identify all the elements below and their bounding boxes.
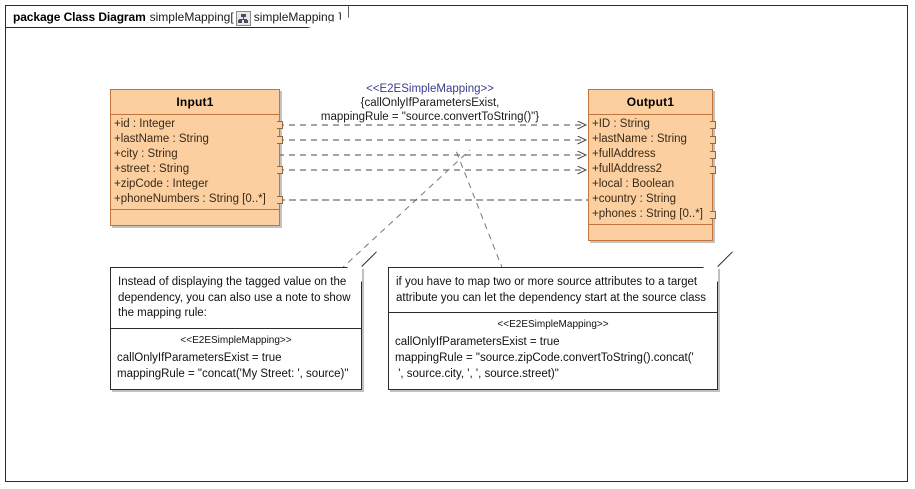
port-marker-icon: [710, 151, 716, 159]
note-fold-icon: [347, 267, 362, 282]
attribute-row[interactable]: +lastName : String: [589, 132, 716, 147]
note-left[interactable]: Instead of displaying the tagged value o…: [110, 251, 377, 390]
package-header-tab[interactable]: package Class Diagram simpleMapping[ sim…: [5, 5, 349, 28]
attribute-label: +fullAddress: [592, 148, 656, 160]
note-right-body: if you have to map two or more source at…: [396, 276, 707, 304]
port-marker-icon: [277, 166, 283, 174]
note-right-tagged-values: <<E2ESimpleMapping>> callOnlyIfParameter…: [389, 312, 717, 389]
note-left-tagged-line-1: callOnlyIfParametersExist = true: [117, 351, 282, 364]
class-title-output1: Output1: [589, 90, 712, 115]
port-marker-icon: [710, 211, 716, 219]
port-marker-icon: [710, 136, 716, 144]
attribute-row[interactable]: +id : Integer: [111, 117, 283, 132]
attribute-label: +phones : String [0..*]: [592, 208, 703, 220]
attribute-row[interactable]: +street : String: [111, 162, 283, 177]
port-marker-icon: [277, 136, 283, 144]
attribute-row[interactable]: +phoneNumbers : String [0..*]: [111, 192, 283, 207]
class-diagram-icon: [235, 11, 251, 26]
class-operations-input1: [111, 210, 279, 225]
attribute-row[interactable]: +local : Boolean: [589, 177, 712, 192]
attribute-label: +street : String: [114, 163, 190, 175]
attribute-label: +lastName : String: [592, 133, 687, 145]
port-marker-icon: [277, 121, 283, 129]
attribute-row[interactable]: +fullAddress: [589, 147, 716, 162]
attribute-label: +lastName : String: [114, 133, 209, 145]
port-marker-icon: [710, 166, 716, 174]
note-left-stereotype: <<E2ESimpleMapping>>: [180, 334, 292, 346]
dependency-stereotype: <<E2ESimpleMapping>>: [366, 83, 494, 95]
attribute-label: +id : Integer: [114, 118, 176, 130]
package-diagram-name: simpleMapping: [253, 9, 335, 24]
note-left-tagged-values: <<E2ESimpleMapping>> callOnlyIfParameter…: [111, 327, 361, 389]
note-right-tagged-line-1: callOnlyIfParametersExist = true: [395, 336, 560, 348]
note-left-body: Instead of displaying the tagged value o…: [118, 276, 351, 319]
attribute-label: +city : String: [114, 148, 178, 160]
port-marker-icon: [710, 121, 716, 129]
note-left-tagged-line-2: mappingRule = "concat('My Street: ', sou…: [117, 367, 349, 380]
package-bracket-close: ]: [338, 9, 342, 24]
package-keyword: package Class Diagram: [13, 9, 146, 24]
attribute-row[interactable]: +zipCode : Integer: [111, 177, 279, 192]
attribute-row[interactable]: +city : String: [111, 147, 279, 162]
attribute-row[interactable]: +country : String: [589, 192, 712, 207]
attribute-label: +local : Boolean: [592, 178, 675, 190]
attribute-label: +country : String: [592, 193, 677, 205]
class-title-input1: Input1: [111, 90, 279, 115]
class-attributes-input1: +id : Integer +lastName : String +city :…: [111, 115, 283, 210]
class-operations-output1: [589, 225, 712, 240]
attribute-row[interactable]: +phones : String [0..*]: [589, 207, 716, 222]
dependency-constraint-line2: mappingRule = "source.convertToString()"…: [320, 111, 540, 123]
note-right-tagged-line-3: ', source.city, ', ', source.street)": [395, 368, 559, 380]
attribute-row[interactable]: +fullAddress2: [589, 162, 716, 177]
attribute-row[interactable]: +lastName : String: [111, 132, 283, 147]
attribute-row[interactable]: +ID : String: [589, 117, 716, 132]
note-right-tagged-line-2: mappingRule = "source.zipCode.convertToS…: [395, 352, 694, 364]
attribute-label: +fullAddress2: [592, 163, 662, 175]
note-fold-icon: [703, 267, 718, 282]
package-name: simpleMapping[: [149, 9, 234, 24]
note-right[interactable]: if you have to map two or more source at…: [388, 251, 733, 390]
dependency-tagged-value-label[interactable]: <<E2ESimpleMapping>> {callOnlyIfParamete…: [300, 82, 560, 124]
class-box-output1[interactable]: Output1 +ID : String +lastName : String …: [588, 89, 716, 241]
class-box-input1[interactable]: Input1 +id : Integer +lastName : String …: [110, 89, 283, 226]
class-attributes-output1: +ID : String +lastName : String +fullAdd…: [589, 115, 716, 225]
package-frame: [5, 5, 908, 482]
attribute-label: +zipCode : Integer: [114, 178, 209, 190]
attribute-label: +phoneNumbers : String [0..*]: [114, 193, 266, 205]
attribute-label: +ID : String: [592, 118, 650, 130]
dependency-constraint-line1: {callOnlyIfParametersExist,: [360, 97, 500, 109]
port-marker-icon: [277, 196, 283, 204]
note-right-stereotype: <<E2ESimpleMapping>>: [497, 319, 609, 330]
